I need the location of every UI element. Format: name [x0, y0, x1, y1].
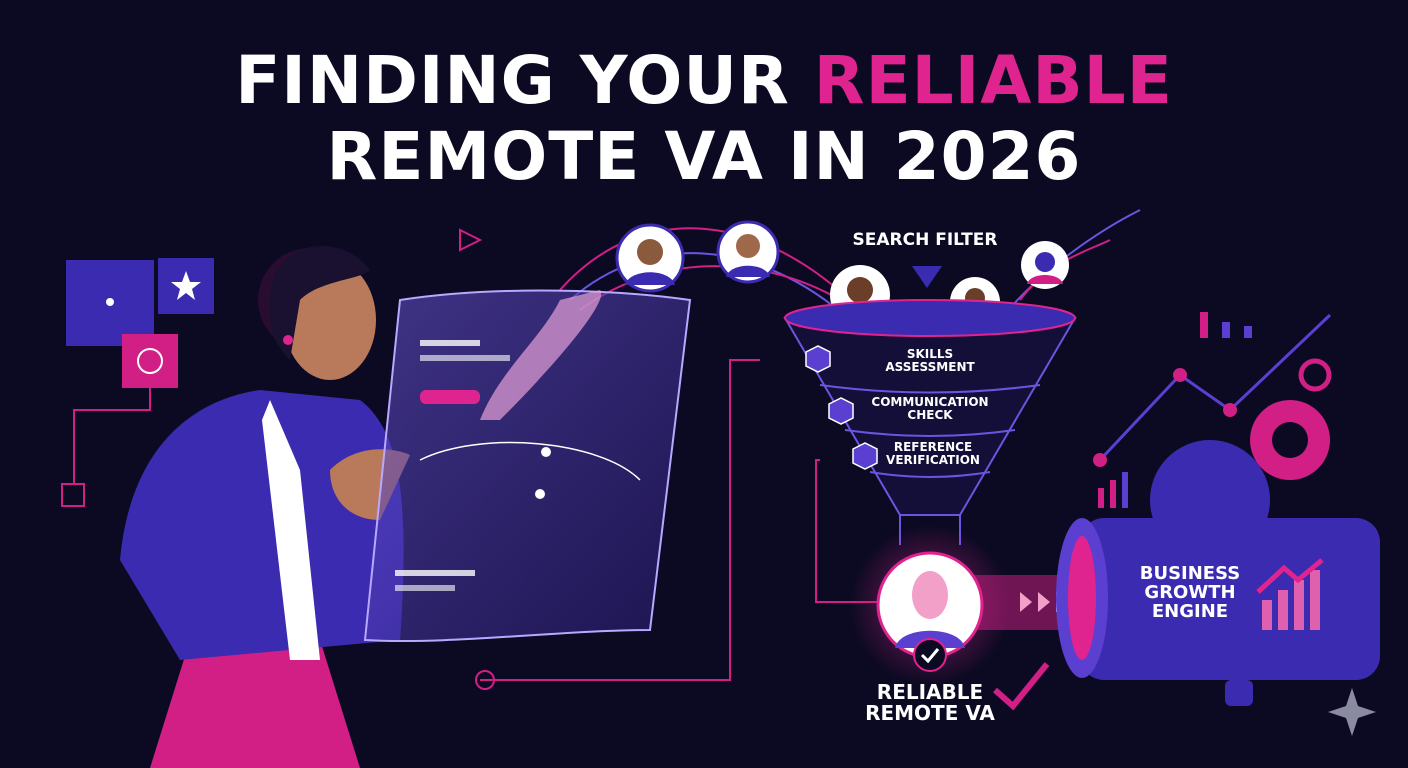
holographic-screen	[363, 289, 692, 642]
reliable-va-avatar	[850, 525, 1080, 711]
sparkle-icon	[1328, 688, 1376, 736]
cube-icon	[805, 345, 831, 373]
stage-label: VERIFICATION	[886, 452, 980, 467]
decor-squares	[61, 228, 483, 507]
avatar	[1021, 241, 1069, 289]
stage-label: CHECK	[907, 407, 953, 422]
star-icon	[171, 271, 201, 300]
avatar	[615, 223, 685, 293]
cube-icon	[852, 442, 878, 470]
engine-label: GROWTH	[1144, 581, 1236, 603]
down-triangle-icon	[912, 266, 942, 288]
cube-icon	[828, 397, 854, 425]
checkmark-icon	[993, 662, 1050, 711]
play-icon	[459, 228, 483, 252]
engine-label: BUSINESS	[1139, 563, 1241, 584]
title-highlight: RELIABLE	[813, 42, 1173, 119]
avatar	[716, 220, 780, 284]
woman-figure	[120, 246, 410, 768]
result-label: REMOTE VA	[865, 701, 995, 725]
stage-label: COMMUNICATION	[871, 395, 989, 409]
funnel	[783, 299, 1077, 545]
title-line-1: FINDING YOUR RELIABLE	[0, 42, 1408, 119]
engine-label: ENGINE	[1151, 600, 1229, 622]
stage-label: SKILLS	[906, 347, 954, 361]
growth-engine	[1056, 312, 1380, 706]
growth-arrow-icon	[1256, 558, 1324, 594]
check-icon	[920, 648, 940, 664]
search-filter-heading: SEARCH FILTER	[852, 230, 998, 250]
title-text: FINDING YOUR	[235, 42, 814, 119]
stage-label: ASSESSMENT	[885, 359, 975, 374]
stage-label: REFERENCE	[893, 440, 973, 454]
arrow-icon	[1020, 592, 1032, 612]
result-label: RELIABLE	[876, 680, 984, 704]
arrow-icon	[1038, 592, 1050, 612]
title-line-2: REMOTE VA IN 2026	[326, 118, 1082, 195]
loading-icon	[137, 348, 163, 374]
